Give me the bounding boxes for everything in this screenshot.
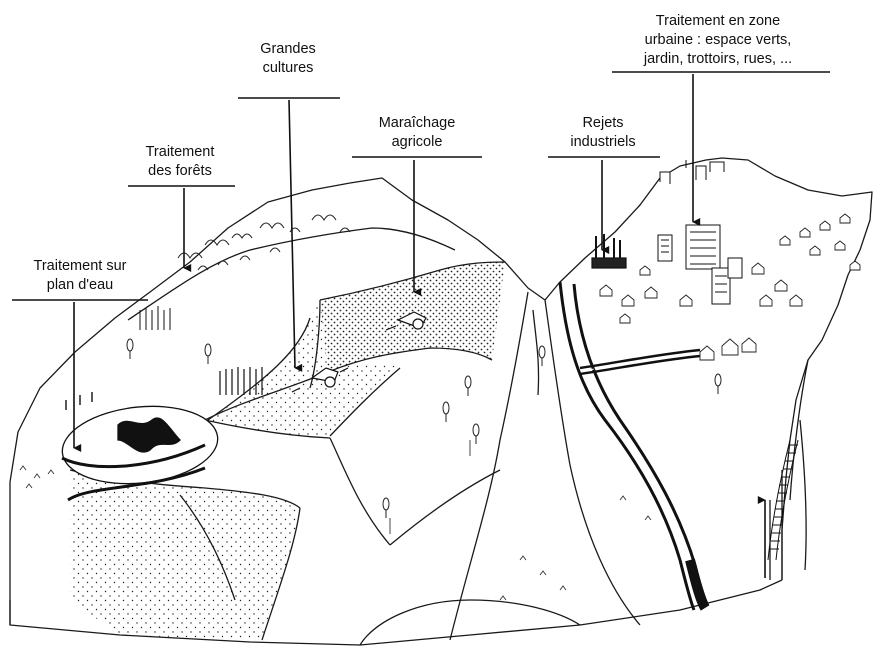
factory-icon <box>592 234 626 268</box>
building-icon <box>658 160 742 304</box>
railway <box>768 440 798 560</box>
road <box>560 282 708 610</box>
